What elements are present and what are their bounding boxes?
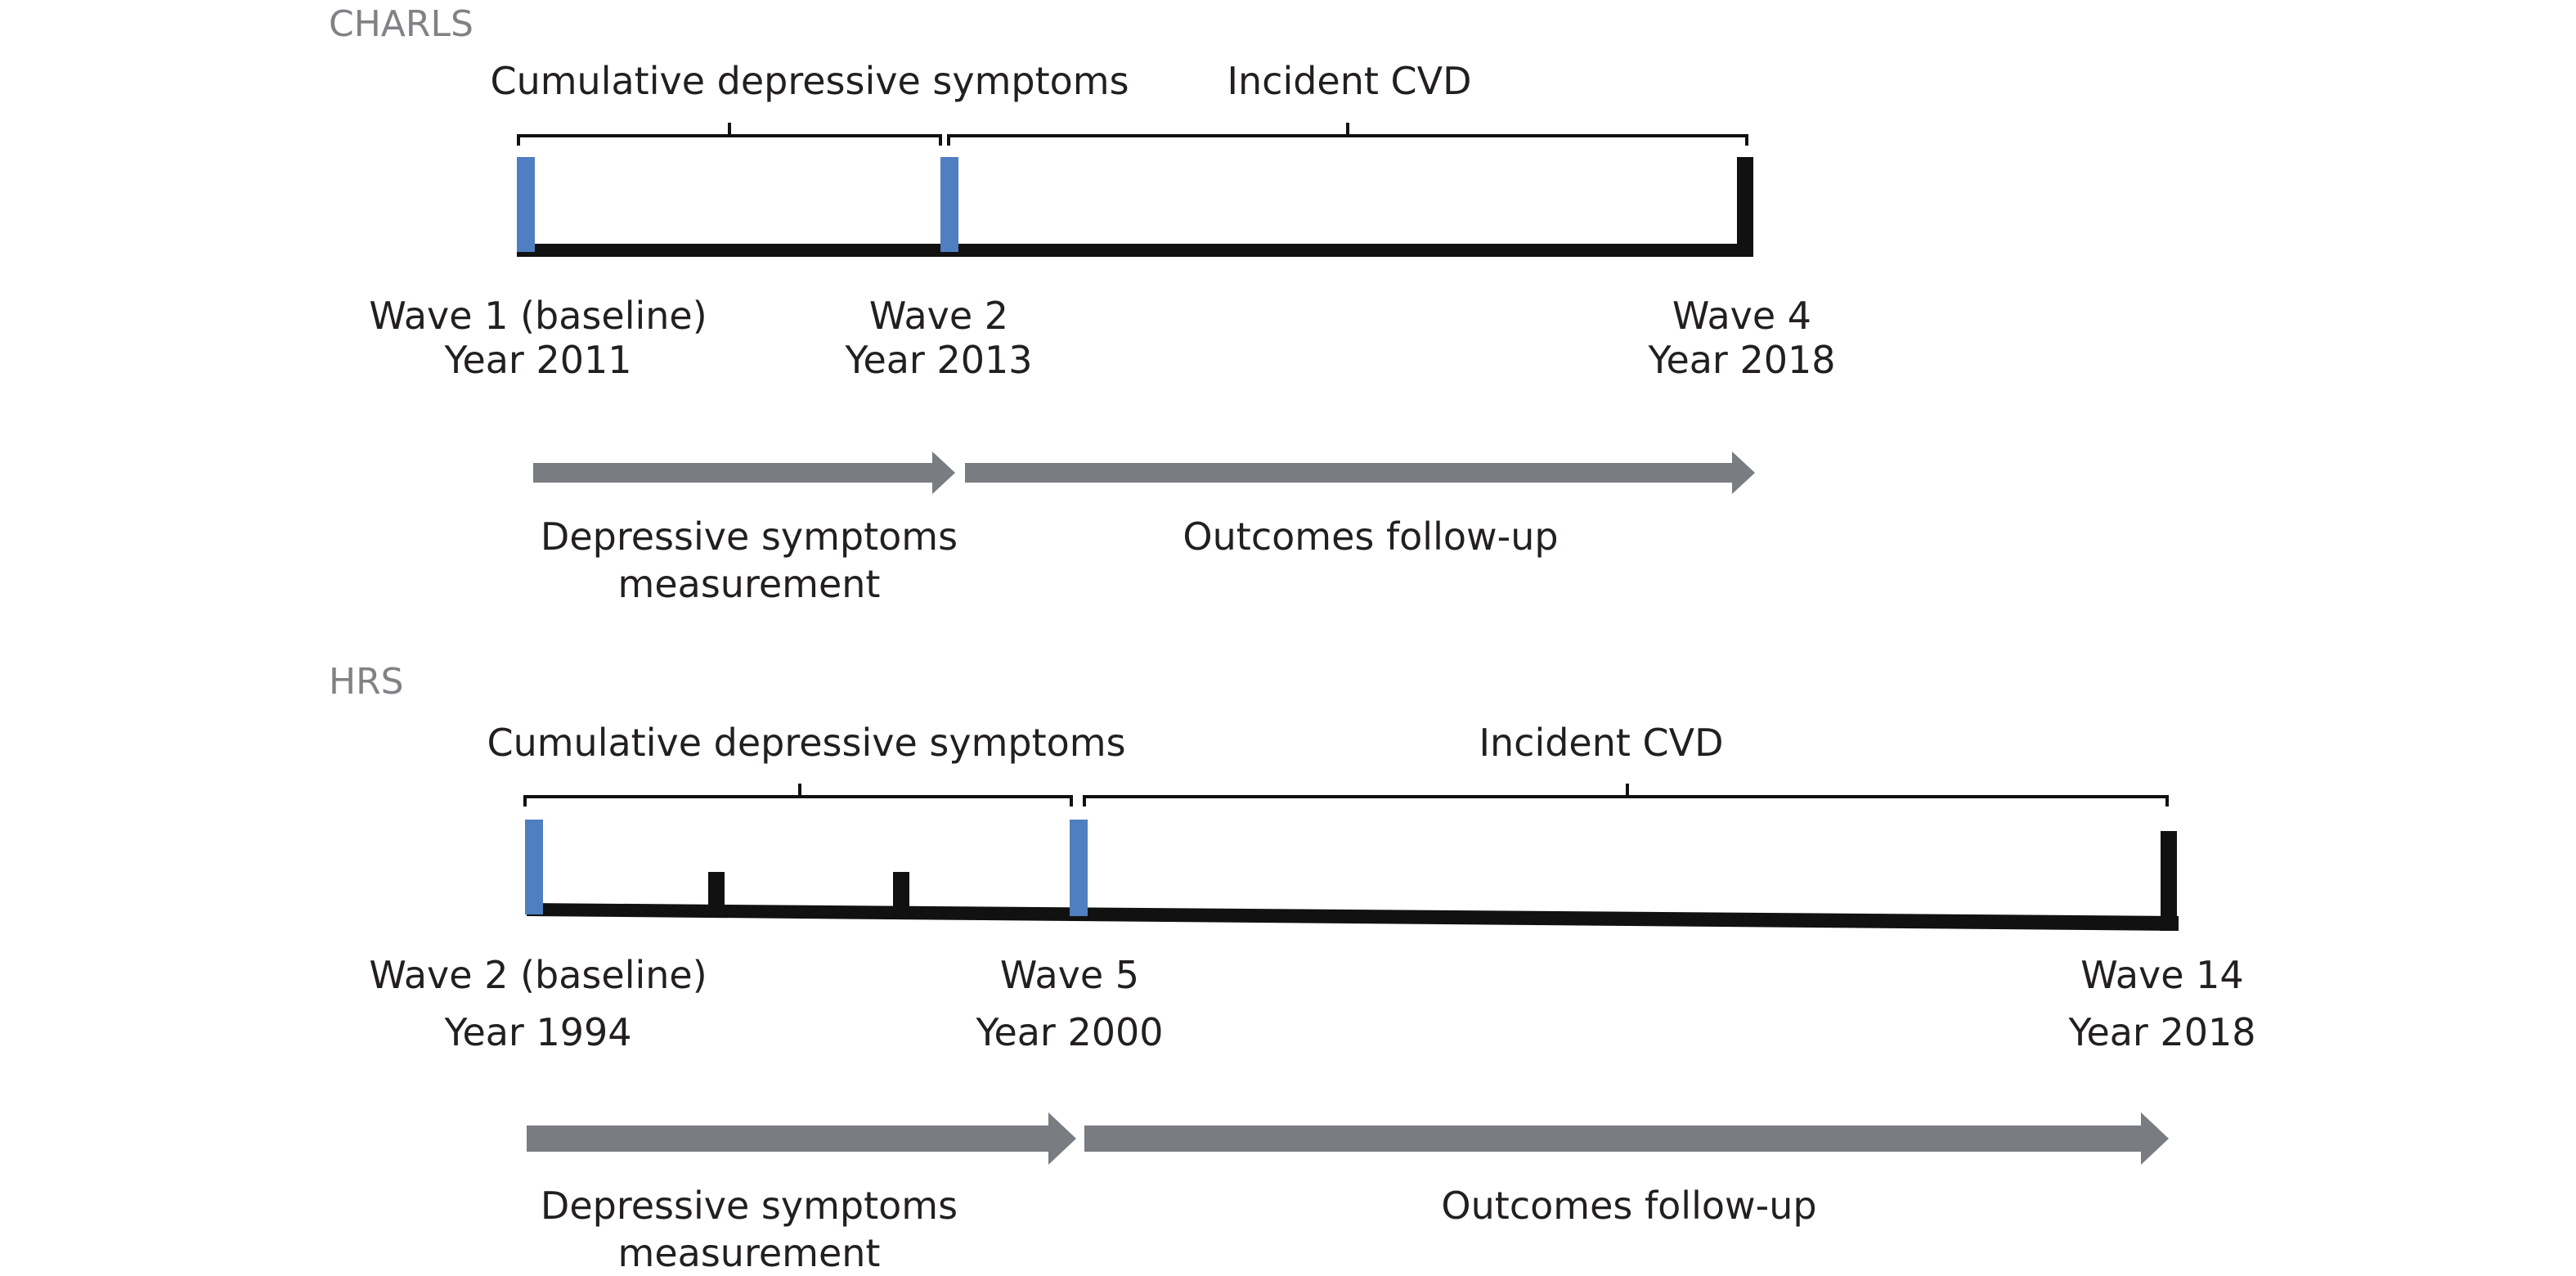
charls-wave4-label: Wave 4 [1672, 294, 1811, 338]
charls-outcome-bracket-label: Incident CVD [1227, 59, 1471, 103]
hrs-timeline-axis [527, 903, 2179, 931]
hrs-wave14-year: Year 2018 [2067, 1010, 2255, 1054]
charls-outcome-phase-label: Outcomes follow-up [1183, 514, 1558, 559]
hrs-outcome-phase-label: Outcomes follow-up [1441, 1184, 1816, 1228]
hrs-intermediate-wave-tick-2 [893, 872, 909, 910]
charls-wave2-year: Year 2013 [844, 338, 1032, 382]
hrs-wave2-year: Year 1994 [443, 1010, 631, 1054]
hrs-wave5-year: Year 2000 [975, 1010, 1163, 1054]
charls-exposure-phase-label-line2: measurement [618, 562, 881, 606]
hrs-wave14-marker [2161, 831, 2177, 931]
hrs-wave5-marker [1070, 820, 1088, 916]
charls-outcome-phase-arrow [965, 452, 1755, 494]
charls-timeline-axis [517, 244, 1753, 257]
hrs-exposure-bracket [523, 784, 1073, 806]
hrs-exposure-phase-label-line2: measurement [618, 1231, 881, 1275]
charls-exposure-bracket-label: Cumulative depressive symptoms [490, 59, 1129, 103]
charls-study-label: CHARLS [329, 3, 473, 45]
hrs-exposure-phase-label-line1: Depressive symptoms [541, 1184, 958, 1228]
charls-panel: CHARLS Cumulative depressive symptoms In… [329, 3, 1836, 606]
hrs-exposure-bracket-label: Cumulative depressive symptoms [487, 721, 1125, 765]
hrs-exposure-phase-arrow [527, 1112, 1076, 1165]
charls-wave4-marker [1737, 157, 1753, 257]
charls-wave2-label: Wave 2 [869, 294, 1008, 338]
charls-wave4-year: Year 2018 [1647, 338, 1835, 382]
charls-exposure-bracket [517, 123, 942, 146]
hrs-intermediate-wave-tick-1 [708, 872, 725, 910]
charls-outcome-bracket [947, 123, 1748, 146]
charls-exposure-phase-arrow [533, 452, 955, 494]
hrs-wave5-label: Wave 5 [1000, 953, 1139, 997]
hrs-wave2-label: Wave 2 (baseline) [369, 953, 707, 997]
hrs-outcome-phase-arrow [1084, 1112, 2169, 1165]
charls-wave1-year: Year 2011 [443, 338, 631, 382]
charls-exposure-phase-label-line1: Depressive symptoms [541, 514, 958, 559]
charls-wave1-label: Wave 1 (baseline) [369, 294, 707, 338]
hrs-study-label: HRS [329, 661, 404, 703]
hrs-wave2-marker [525, 820, 543, 914]
hrs-panel: HRS Cumulative depressive symptoms Incid… [329, 661, 2256, 1275]
charls-wave2-marker [940, 157, 958, 252]
charls-wave1-marker [517, 157, 535, 252]
hrs-wave14-label: Wave 14 [2080, 953, 2243, 997]
hrs-outcome-bracket [1083, 784, 2169, 806]
hrs-outcome-bracket-label: Incident CVD [1479, 721, 1723, 765]
